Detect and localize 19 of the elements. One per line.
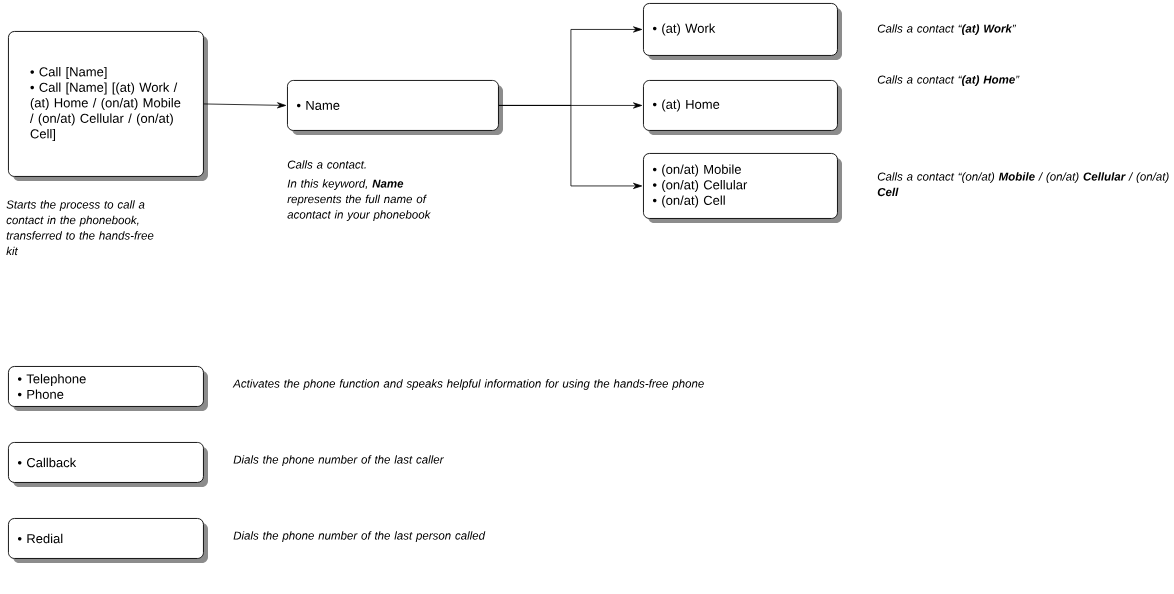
process-box: • Name <box>287 80 503 135</box>
arrow <box>498 105 643 189</box>
description-text: Calls a contact “(at) Work” <box>877 24 1017 35</box>
description-text: Dials the phone number of the last person called <box>233 531 486 542</box>
description-text: Activates the phone function and speaks helpful information for using the hands-free phone <box>232 379 704 390</box>
description-text: Calls a contact “(on/at) Mobile / (on/at) Cellular / (on/at) Cell <box>877 172 1169 197</box>
description-text: Calls a contact. <box>287 160 366 169</box>
process-box: • Telephone • Phone <box>8 366 208 411</box>
description-text: Dials the phone number of the last caller <box>233 455 444 466</box>
process-box: • (at) Home <box>643 80 842 135</box>
process-box: • Call [Name] • Call [Name] [(at) Work / (at) Home / (on/at) Mobile / (on/at) Cellular / (on/at) Cell] <box>8 31 208 181</box>
description-text: Calls a contact “(at) Home” <box>877 75 1020 86</box>
description-text: Starts the process to call a contact in the phonebook, transferred to the hands-free kit <box>6 200 154 256</box>
process-box: • (on/at) Mobile • (on/at) Cellular • (on/at) Cell <box>643 153 842 223</box>
process-box: • (at) Work <box>643 3 842 60</box>
process-box: • Callback <box>8 442 208 487</box>
process-box: • Redial <box>8 518 208 563</box>
arrow <box>203 102 287 109</box>
description-text: In this keyword, Name represents the full name of acontact in your phonebook <box>287 179 431 221</box>
